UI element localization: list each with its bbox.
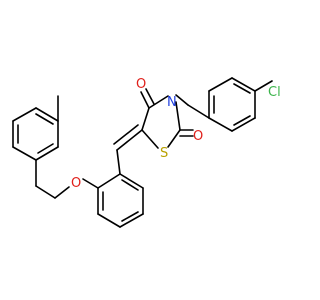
carbonyl-oxygen-label-c4: O (136, 77, 146, 92)
chlorine-atom-label: Cl (268, 85, 281, 100)
bond (141, 129, 159, 149)
bond (208, 117, 233, 132)
bond (231, 117, 256, 132)
bond (116, 149, 121, 175)
bond (208, 77, 233, 92)
nitrogen-atom-label: N (167, 95, 177, 110)
bond (35, 185, 56, 199)
molecule-canvas: Cl N S O O O (12, 77, 281, 228)
bond (145, 88, 155, 105)
bond (116, 129, 143, 151)
bond (254, 80, 273, 92)
bond (140, 91, 150, 109)
bond (175, 101, 181, 131)
bond (175, 94, 189, 106)
carbonyl-oxygen-label-c2: O (193, 129, 203, 144)
bond (97, 213, 121, 228)
bond (37, 143, 54, 154)
ether-oxygen-label: O (71, 176, 81, 191)
bond (54, 186, 70, 199)
bond (113, 124, 139, 145)
bond (12, 107, 37, 122)
bond (121, 211, 139, 222)
bond (35, 113, 54, 125)
bond (82, 178, 99, 189)
bond (121, 179, 139, 191)
bond (233, 115, 251, 126)
bonds (12, 77, 273, 228)
bond (141, 107, 150, 131)
bond (119, 213, 144, 228)
bond (119, 173, 144, 189)
bond (233, 83, 251, 94)
molecule-structure: Cl N S O O O (12, 77, 281, 228)
bond (35, 146, 59, 161)
bond (97, 173, 121, 189)
bond (167, 129, 181, 148)
atom-labels: Cl N S O O O (71, 77, 281, 191)
bond (231, 77, 256, 92)
sulfur-atom-label: S (160, 146, 168, 161)
bond (35, 107, 59, 122)
bond (148, 95, 169, 109)
bond (187, 104, 210, 119)
bond (12, 146, 37, 161)
